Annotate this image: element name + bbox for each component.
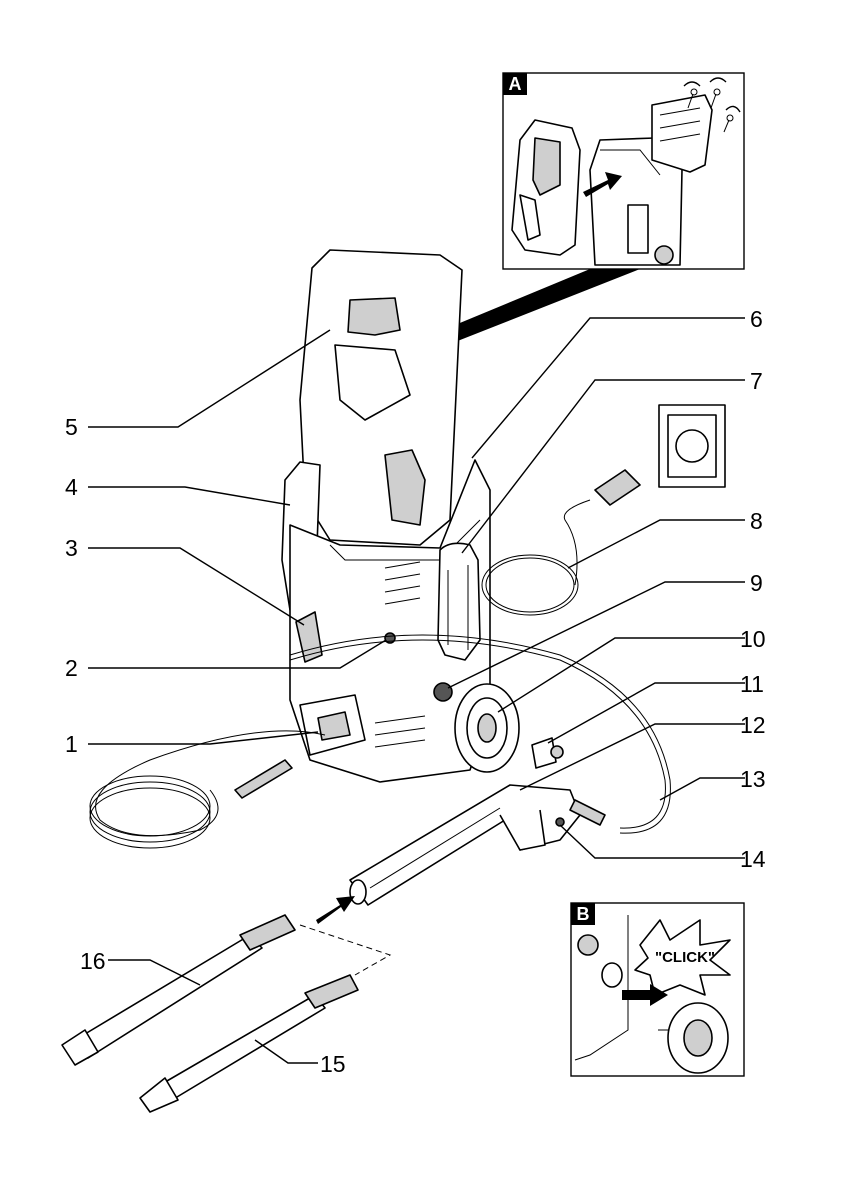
callout-1: 1: [65, 731, 78, 757]
callout-9: 9: [750, 570, 763, 596]
callout-2: 2: [65, 655, 78, 681]
callout-10: 10: [740, 626, 766, 652]
callout-6: 6: [750, 306, 763, 332]
click-label: "CLICK": [655, 949, 715, 966]
callout-13: 13: [740, 766, 766, 792]
inset-b: B "CLICK": [571, 903, 744, 1076]
callout-11: 11: [740, 671, 764, 697]
inset-a-letter: A: [509, 74, 522, 94]
callout-4: 4: [65, 474, 78, 500]
pressure-washer: [282, 250, 563, 782]
inset-b-letter: B: [577, 904, 590, 924]
power-cord: [482, 405, 725, 615]
callout-14: 14: [740, 846, 766, 872]
callout-3: 3: [65, 535, 78, 561]
callout-8: 8: [750, 508, 763, 534]
callout-12: 12: [740, 712, 766, 738]
callout-7: 7: [750, 368, 763, 394]
inset-a: A: [503, 73, 744, 269]
callout-15: 15: [320, 1051, 346, 1077]
trigger-gun: [350, 785, 605, 905]
callout-5: 5: [65, 414, 78, 440]
callout-16: 16: [80, 948, 106, 974]
